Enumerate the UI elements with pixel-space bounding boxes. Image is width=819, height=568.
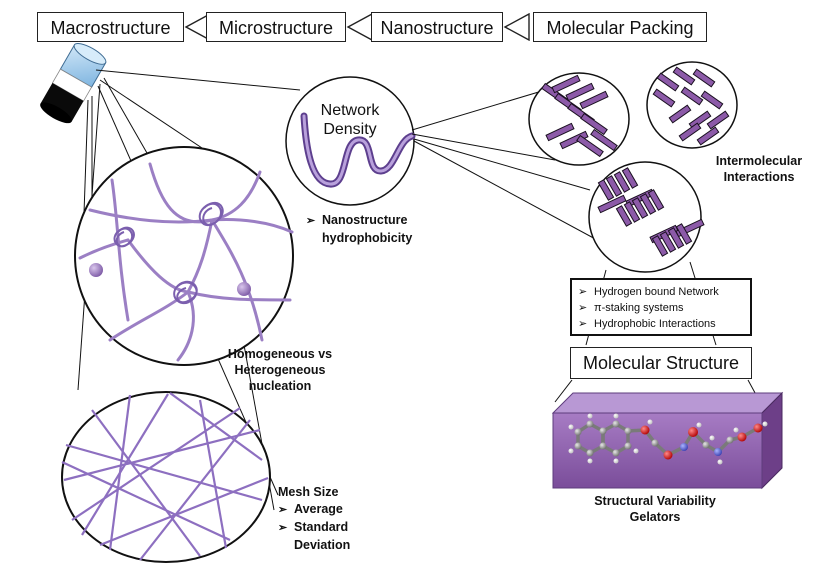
- chevron-left-icon: [503, 13, 530, 41]
- zoom-lines-density: [411, 87, 613, 249]
- intermolecular-line1: Intermolecular: [715, 154, 803, 168]
- packing-circle-a: [528, 72, 630, 166]
- molecular-structure-title: Molecular Structure: [570, 347, 752, 379]
- mesh-deviation: Deviation: [294, 538, 351, 552]
- gelators-label: Structural Variability Gelators: [580, 493, 730, 525]
- bond-hydrophobic: Hydrophobic Interactions: [594, 318, 716, 330]
- network-density-title: Network Density: [314, 101, 386, 139]
- nanostructure-line1: Nanostructure: [322, 213, 408, 227]
- mesh-size-title: Mesh Size: [278, 485, 339, 499]
- arrowhead-bullet-icon: ➢: [578, 302, 588, 314]
- bond-hydrogen: Hydrogen bound Network: [594, 286, 719, 298]
- molecular-packing-label: Molecular Packing: [533, 12, 707, 42]
- intermolecular-line2: Interactions: [723, 170, 795, 184]
- bond-pi-stacking: π-staking systems: [594, 302, 684, 314]
- mesh-size-circle: [61, 391, 271, 563]
- arrowhead-bullet-icon: ➢: [578, 286, 588, 298]
- mesh-average: Average: [294, 502, 343, 516]
- microstructure-label: Microstructure: [206, 12, 346, 42]
- arrowhead-bullet-icon: ➢: [578, 318, 588, 330]
- nucleation-network-circle: [74, 146, 294, 366]
- nanostructure-note: ➢ Nanostructure hydrophobicity: [306, 212, 412, 247]
- intermolecular-label: Intermolecular Interactions: [704, 153, 814, 185]
- nucleation-line3: nucleation: [248, 379, 312, 393]
- mesh-size-note: Mesh Size ➢ Average ➢ Standard Deviation: [278, 484, 350, 554]
- interaction-types-box: ➢ Hydrogen bound Network ➢ π-staking syste…: [570, 278, 752, 336]
- arrowhead-bullet-icon: ➢: [278, 504, 288, 516]
- network-density-line2: Density: [323, 121, 377, 138]
- gelators-line2: Gelators: [629, 510, 681, 524]
- vial-icon: [40, 43, 107, 124]
- nucleation-label: Homogeneous vs Heterogeneous nucleation: [225, 346, 335, 394]
- molecular-slab: [551, 391, 784, 490]
- nanostructure-line2: hydrophobicity: [322, 231, 413, 245]
- nucleation-line1: Homogeneous vs: [227, 347, 333, 361]
- network-density-line1: Network: [320, 102, 380, 119]
- network-density-circle: [285, 76, 416, 206]
- nanostructure-label: Nanostructure: [371, 12, 503, 42]
- nucleation-line2: Heterogeneous: [234, 363, 326, 377]
- arrowhead-bullet-icon: ➢: [306, 215, 316, 227]
- packing-circle-c: [588, 161, 705, 273]
- packing-circle-b: [646, 61, 738, 149]
- arrowhead-bullet-icon: ➢: [278, 522, 288, 534]
- mesh-standard: Standard: [294, 520, 349, 534]
- gelators-line1: Structural Variability: [594, 494, 716, 508]
- macrostructure-label: Macrostructure: [37, 12, 184, 42]
